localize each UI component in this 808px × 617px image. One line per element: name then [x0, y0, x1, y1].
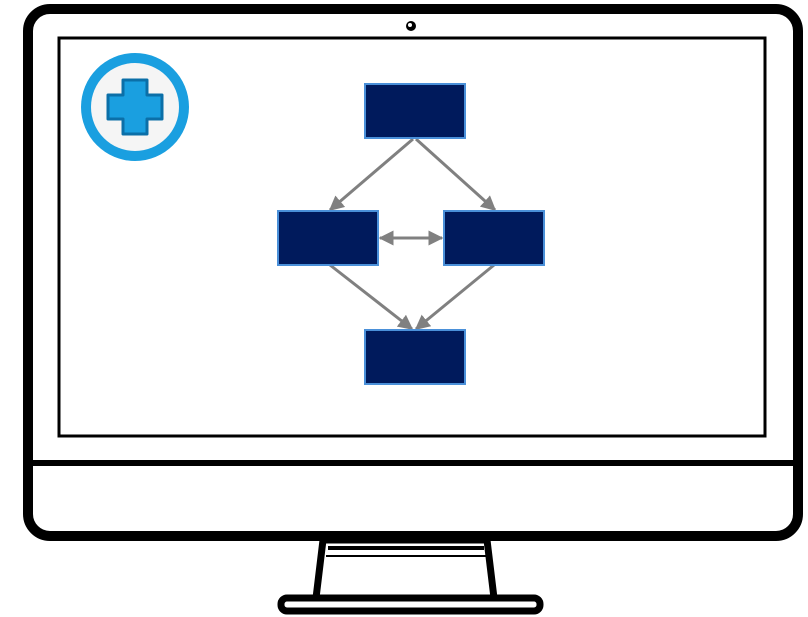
node-top [365, 84, 465, 138]
node-bottom [365, 330, 465, 384]
webcam-icon [406, 21, 416, 31]
node-right [444, 211, 544, 265]
monitor-stand [281, 540, 540, 611]
node-left [278, 211, 378, 265]
medical-cross-icon [81, 53, 189, 161]
